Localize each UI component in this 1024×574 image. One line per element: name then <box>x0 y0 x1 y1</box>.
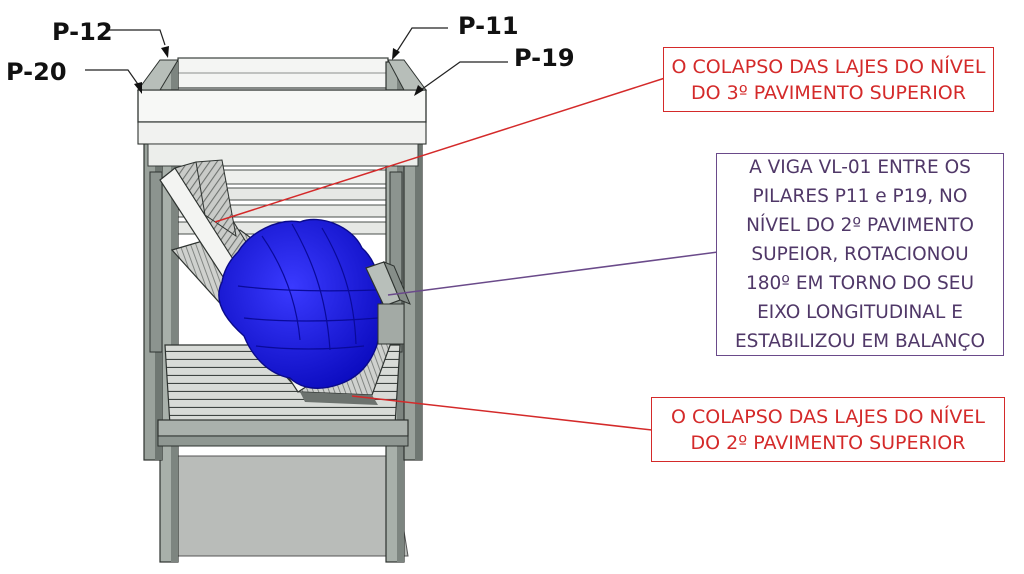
pillar-label-p20: P-20 <box>6 58 67 86</box>
callout-slab-collapse-level-2: O COLAPSO DAS LAJES DO NÍVEL DO 2º PAVIM… <box>651 397 1005 462</box>
top-back-beam <box>177 57 389 89</box>
callout-text: A VIGA VL-01 ENTRE OS PILARES P11 e P19,… <box>734 157 986 352</box>
blue-debris-mass <box>218 218 382 389</box>
callout-text: O COLAPSO DAS LAJES DO NÍVEL DO 3º PAVIM… <box>671 55 986 104</box>
pillar-label-p11: P-11 <box>458 12 519 40</box>
pillar-label-p12: P-12 <box>52 18 113 46</box>
callout-beam-rotation: A VIGA VL-01 ENTRE OS PILARES P11 e P19,… <box>716 153 1004 356</box>
callout-slab-collapse-level-3: O COLAPSO DAS LAJES DO NÍVEL DO 3º PAVIM… <box>663 47 994 112</box>
pillar-label-p19: P-19 <box>514 44 575 72</box>
callout-text: O COLAPSO DAS LAJES DO NÍVEL DO 2º PAVIM… <box>671 405 985 454</box>
leader-lines <box>85 27 719 431</box>
ground-floor-slab <box>167 455 409 557</box>
top-front-beam <box>137 59 427 167</box>
